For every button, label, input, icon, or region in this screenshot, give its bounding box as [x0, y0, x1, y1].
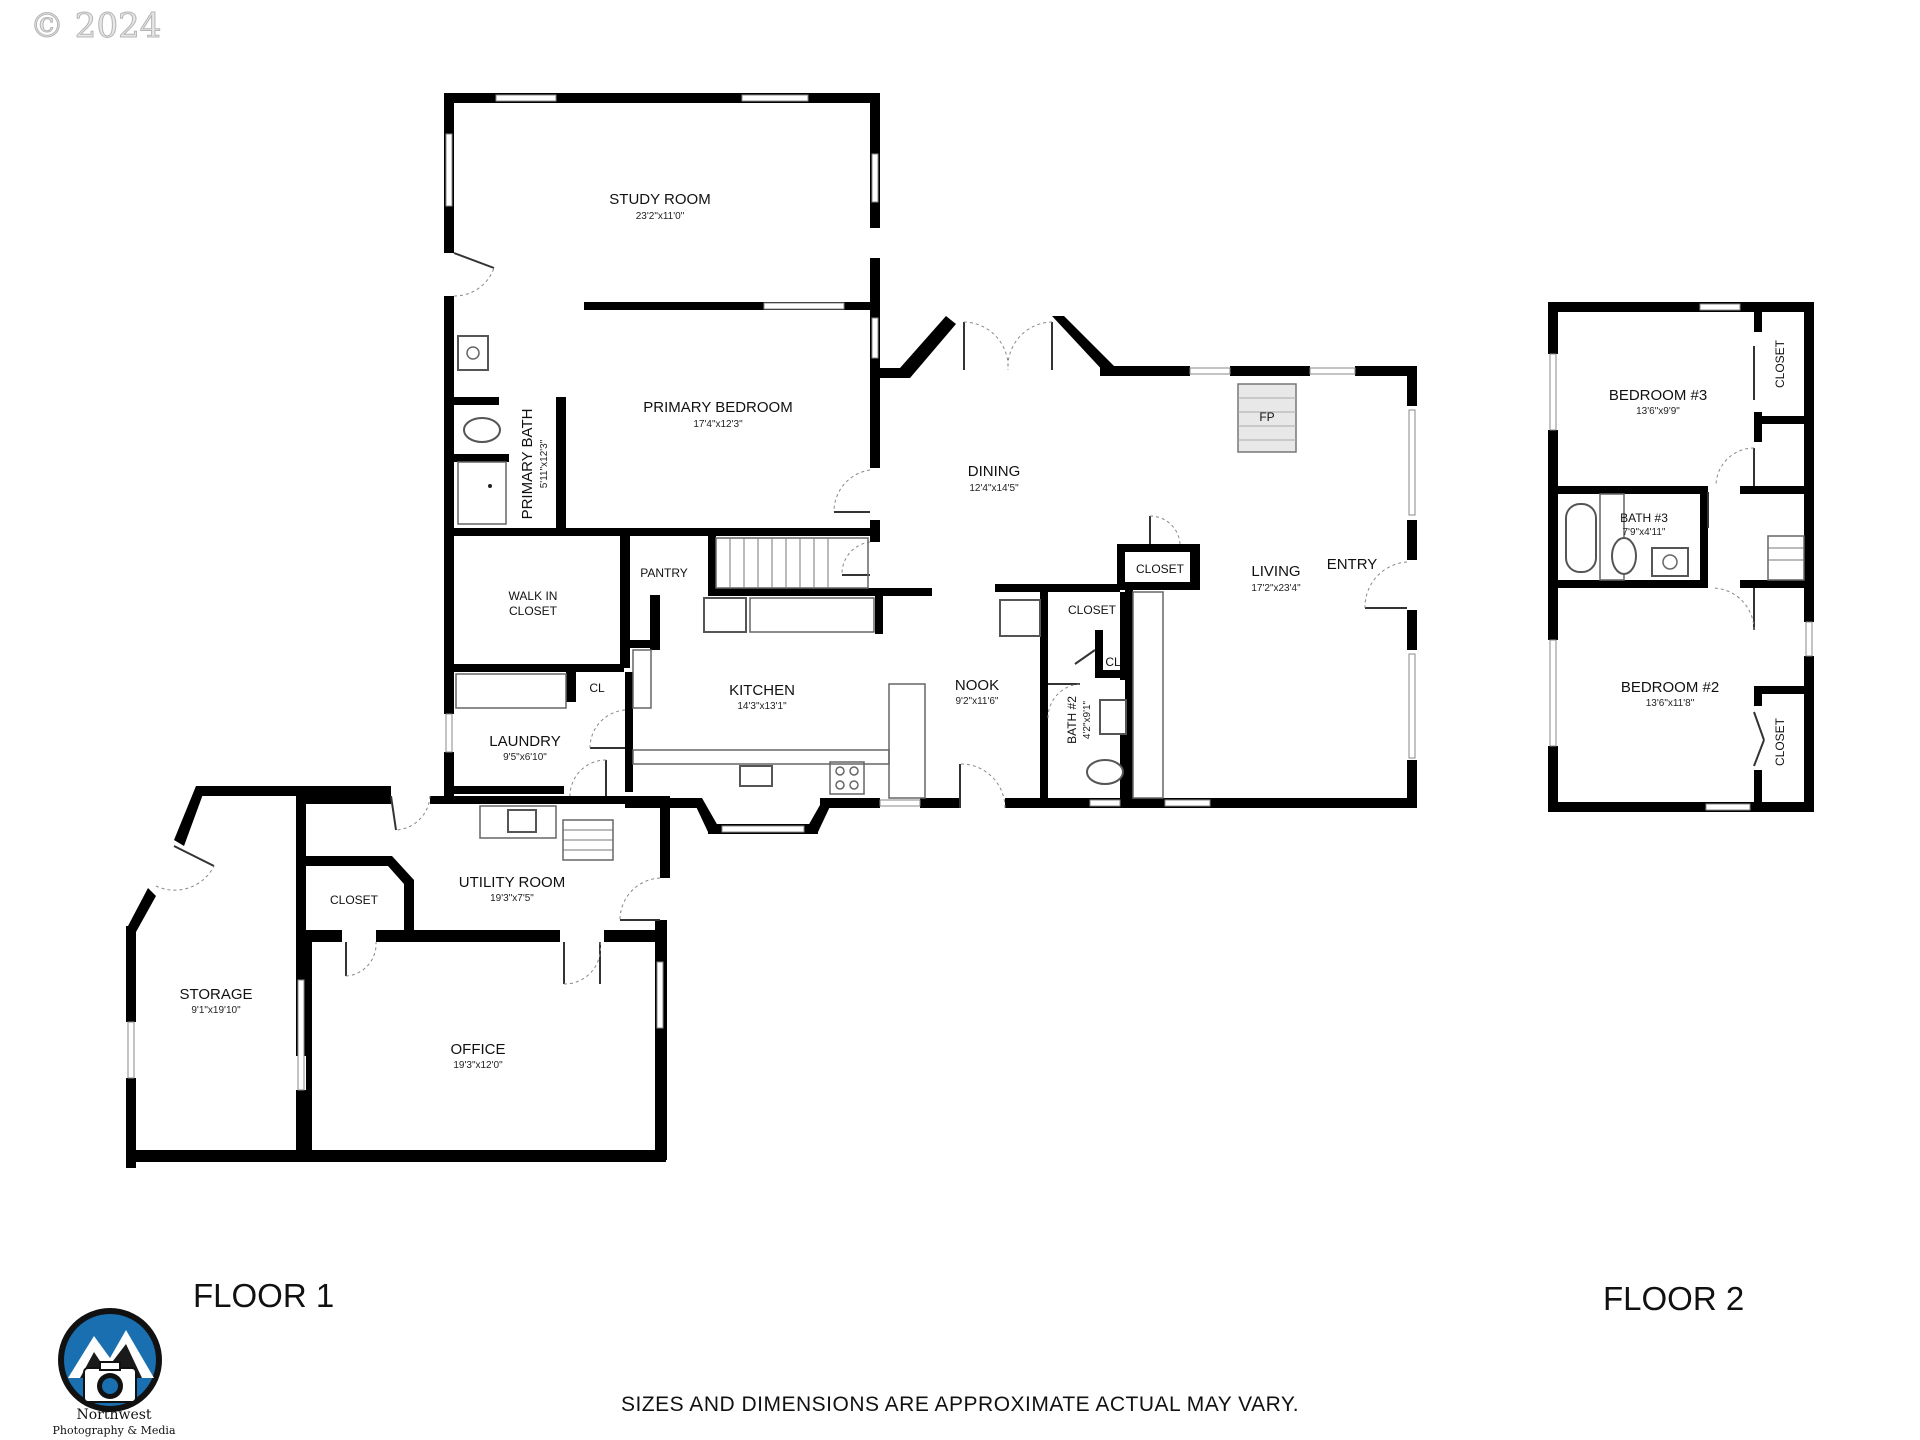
- closet-living-label: CLOSET: [1136, 562, 1185, 576]
- floor-2-doors: [1707, 346, 1765, 767]
- stove-icon: [829, 761, 865, 795]
- floor-2-windows: [1549, 303, 1813, 811]
- floor-2-fixtures: [1565, 493, 1805, 581]
- primary-bedroom-label: PRIMARY BEDROOM: [643, 399, 792, 416]
- laundry-dimensions: 9'5"x6'10": [503, 752, 547, 763]
- floor-1-label: FLOOR 1: [193, 1277, 335, 1314]
- nook-label: NOOK: [955, 677, 999, 694]
- storage-dimensions: 9'1"x19'10": [191, 1005, 241, 1016]
- bath-3-dimensions: 7'9"x4'11": [1623, 527, 1666, 538]
- bedroom-2-dimensions: 13'6"x11'8": [1646, 698, 1695, 709]
- closet-bath-label: CLOSET: [1068, 603, 1117, 617]
- bath-2-dimensions: 4'2"x9'1": [1082, 700, 1093, 739]
- living-dimensions: 17'2"x23'4": [1251, 583, 1301, 594]
- bath-3-label: BATH #3: [1620, 511, 1668, 525]
- walk-in-closet-label-line1: WALK IN: [509, 589, 558, 603]
- room-labels: STUDY ROOM 23'2"x11'0" PRIMARY BEDROOM 1…: [179, 191, 1787, 1071]
- closet-lower-label: CLOSET: [1773, 717, 1787, 766]
- floor-1-fixtures: [455, 335, 1297, 861]
- living-label: LIVING: [1251, 563, 1300, 580]
- copyright-watermark: © 2024: [29, 6, 162, 47]
- study-room-label: STUDY ROOM: [609, 191, 710, 208]
- floor-1-doors: [155, 252, 1408, 985]
- disclaimer-text: SIZES AND DIMENSIONS ARE APPROXIMATE ACT…: [620, 1393, 1300, 1416]
- study-room-dimensions: 23'2"x11'0": [636, 211, 685, 222]
- nook-dimensions: 9'2"x11'6": [956, 696, 999, 707]
- floor-1-walls: [126, 93, 1417, 1168]
- primary-bedroom-dimensions: 17'4"x12'3": [693, 419, 743, 430]
- floor-1-windows: [127, 94, 1416, 1091]
- dining-dimensions: 12'4"x14'5": [969, 483, 1019, 494]
- office-dimensions: 19'3"x12'0": [453, 1060, 503, 1071]
- bedroom-3-dimensions: 13'6"x9'9": [1636, 406, 1680, 417]
- walk-in-closet-label-line2: CLOSET: [509, 604, 558, 618]
- cl-bath-label: CL: [1105, 655, 1121, 669]
- logo-name: Northwest: [76, 1407, 152, 1423]
- closet-upper-label: CLOSET: [1773, 339, 1787, 388]
- closet-utility-label: CLOSET: [330, 893, 379, 907]
- laundry-label: LAUNDRY: [489, 733, 560, 750]
- utility-room-label: UTILITY ROOM: [459, 874, 565, 891]
- floor-2-walls: [1548, 302, 1814, 812]
- kitchen-label: KITCHEN: [729, 682, 795, 699]
- primary-bath-label: PRIMARY BATH: [519, 409, 536, 520]
- primary-bath-dimensions: 5'11"x12'3": [539, 439, 550, 488]
- utility-room-dimensions: 19'3"x7'5": [490, 893, 534, 904]
- fireplace-label: FP: [1259, 410, 1274, 424]
- cl-laundry-label: CL: [589, 681, 605, 695]
- northwest-logo-icon: [58, 1308, 162, 1412]
- storage-label: STORAGE: [179, 986, 252, 1003]
- office-label: OFFICE: [451, 1041, 506, 1058]
- bedroom-3-label: BEDROOM #3: [1609, 387, 1707, 404]
- dining-label: DINING: [968, 463, 1021, 480]
- floor-2-label: FLOOR 2: [1603, 1280, 1745, 1317]
- logo-tagline: Photography & Media: [52, 1424, 176, 1437]
- entry-label: ENTRY: [1327, 556, 1378, 573]
- bath-2-label: BATH #2: [1065, 696, 1079, 744]
- pantry-label: PANTRY: [640, 566, 688, 580]
- bedroom-2-label: BEDROOM #2: [1621, 679, 1719, 696]
- kitchen-dimensions: 14'3"x13'1": [737, 701, 787, 712]
